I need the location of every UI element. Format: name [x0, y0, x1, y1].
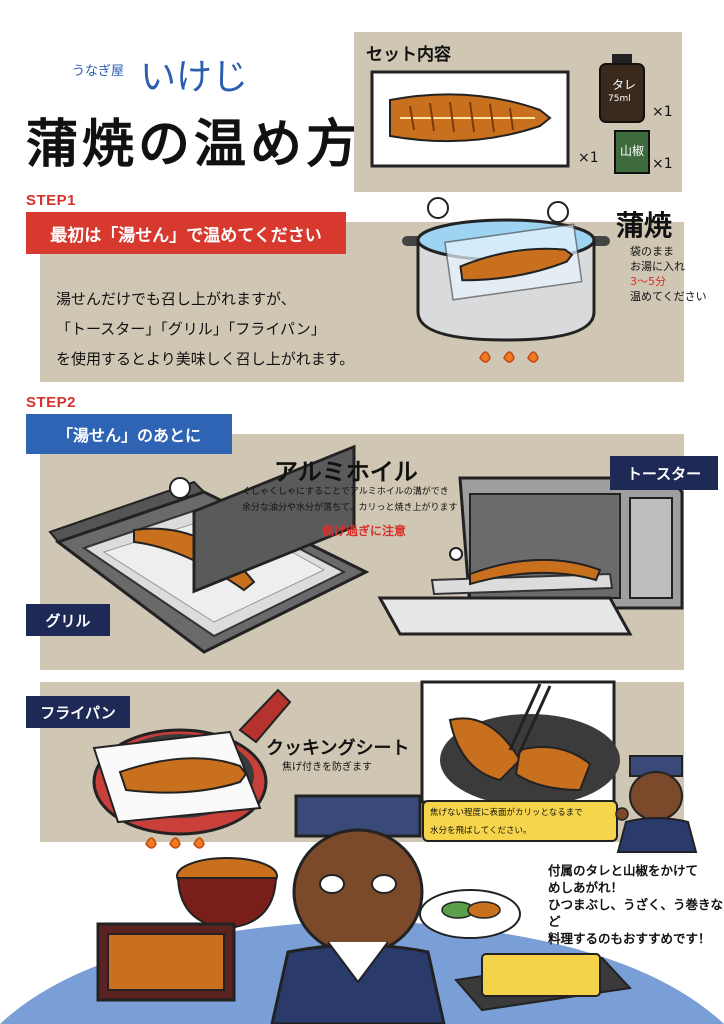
- step1-text-line2: 「トースター」「グリル」「フライパン」: [56, 320, 326, 338]
- foil-warning: 焦げ過ぎに注意: [322, 524, 407, 538]
- unadon-bowl-illustration: [176, 857, 278, 930]
- pot-illustration: [402, 197, 610, 363]
- footer-text: 付属のタレと山椒をかけて めしあがれ！ ひつまぶし、うざく、う巻きなど 料理する…: [548, 862, 724, 947]
- sansho-label: 山椒: [620, 144, 645, 158]
- step1-text-line1: 湯せんだけでも召し上がれますが、: [56, 290, 296, 308]
- pan-tip-line1: 焦げない程度に表面がカリッとなるまで: [430, 808, 583, 818]
- sheet-sub: 焦げ付きを防ぎます: [282, 762, 372, 773]
- frying-pan-illustration: [92, 688, 292, 849]
- eel-pack-icon: [370, 70, 570, 168]
- step1-label: STEP1: [26, 192, 77, 209]
- brand-small-text: うなぎ屋: [72, 64, 125, 79]
- footer-line3: ひつまぶし、うざく、う巻きなど: [548, 897, 724, 929]
- kabayaki-line2: お湯に入れ: [630, 260, 685, 273]
- jubako-illustration: [96, 922, 236, 1002]
- toaster-illustration: [377, 476, 684, 636]
- foil-line2: 余分な油分や水分が落ちて、カリっと焼き上がります: [242, 503, 458, 513]
- toaster-label: トースター: [610, 456, 718, 490]
- footer-line2: めしあがれ！: [548, 880, 624, 895]
- foil-line1: くしゃくしゃにすることでアルミホイルの溝ができ: [242, 487, 449, 497]
- chef-small-illustration: [615, 755, 698, 853]
- sheet-title: クッキングシート: [266, 738, 410, 759]
- eel-count: ×1: [578, 150, 599, 166]
- brand-logo: うなぎ屋 いけじ: [62, 48, 282, 98]
- sauce-bottle-icon: [599, 54, 645, 123]
- step1-text-line3: を使用するとより美味しく召し上がれます。: [56, 350, 355, 368]
- pan-tip-box: 焦げない程度に表面がカリッとなるまで 水分を飛ばしてください。: [422, 800, 618, 842]
- pan-label: フライパン: [26, 696, 130, 728]
- salad-plate-illustration: [419, 889, 521, 939]
- sauce-volume: 75ml: [608, 94, 631, 104]
- set-contents-heading: セット内容: [366, 45, 451, 65]
- kabayaki-line3: 温めてください: [630, 290, 707, 303]
- pan-tip-line2: 水分を飛ばしてください。: [430, 826, 532, 836]
- grill-label: グリル: [26, 604, 110, 636]
- sauce-label: タレ: [612, 78, 637, 92]
- brand-name: いけじ: [140, 57, 249, 98]
- kabayaki-time: 3〜5分: [630, 275, 666, 288]
- sauce-count: ×1: [652, 104, 673, 120]
- umaki-illustration: [454, 953, 633, 1012]
- sansho-pack-icon: [614, 130, 650, 174]
- page-title: 蒲焼の温め方: [26, 115, 363, 175]
- kabayaki-instructions: 袋のまま お湯に入れ 3〜5分 温めてください: [630, 244, 707, 304]
- grill-illustration: [48, 444, 370, 654]
- footer-line4: 料理するのもおすすめです！: [548, 931, 711, 946]
- kabayaki-title: 蒲焼: [616, 209, 673, 242]
- foil-description: くしゃくしゃにすることでアルミホイルの溝ができ 余分な油分や水分が落ちて、カリっ…: [242, 484, 458, 516]
- chef-large-illustration: [270, 794, 446, 1024]
- foil-title: アルミホイル: [274, 458, 418, 486]
- sansho-count: ×1: [652, 156, 673, 172]
- step2-label: STEP2: [26, 394, 77, 411]
- footer-line1: 付属のタレと山椒をかけて: [548, 863, 699, 878]
- kabayaki-line1: 袋のまま: [630, 245, 674, 258]
- pan-closeup-illustration: [420, 680, 620, 806]
- step1-text: 湯せんだけでも召し上がれますが、 「トースター」「グリル」「フライパン」 を使用…: [56, 284, 354, 374]
- step1-banner: 最初は「湯せん」で温めてください: [26, 212, 346, 254]
- step2-banner: 「湯せん」のあとに: [26, 414, 232, 454]
